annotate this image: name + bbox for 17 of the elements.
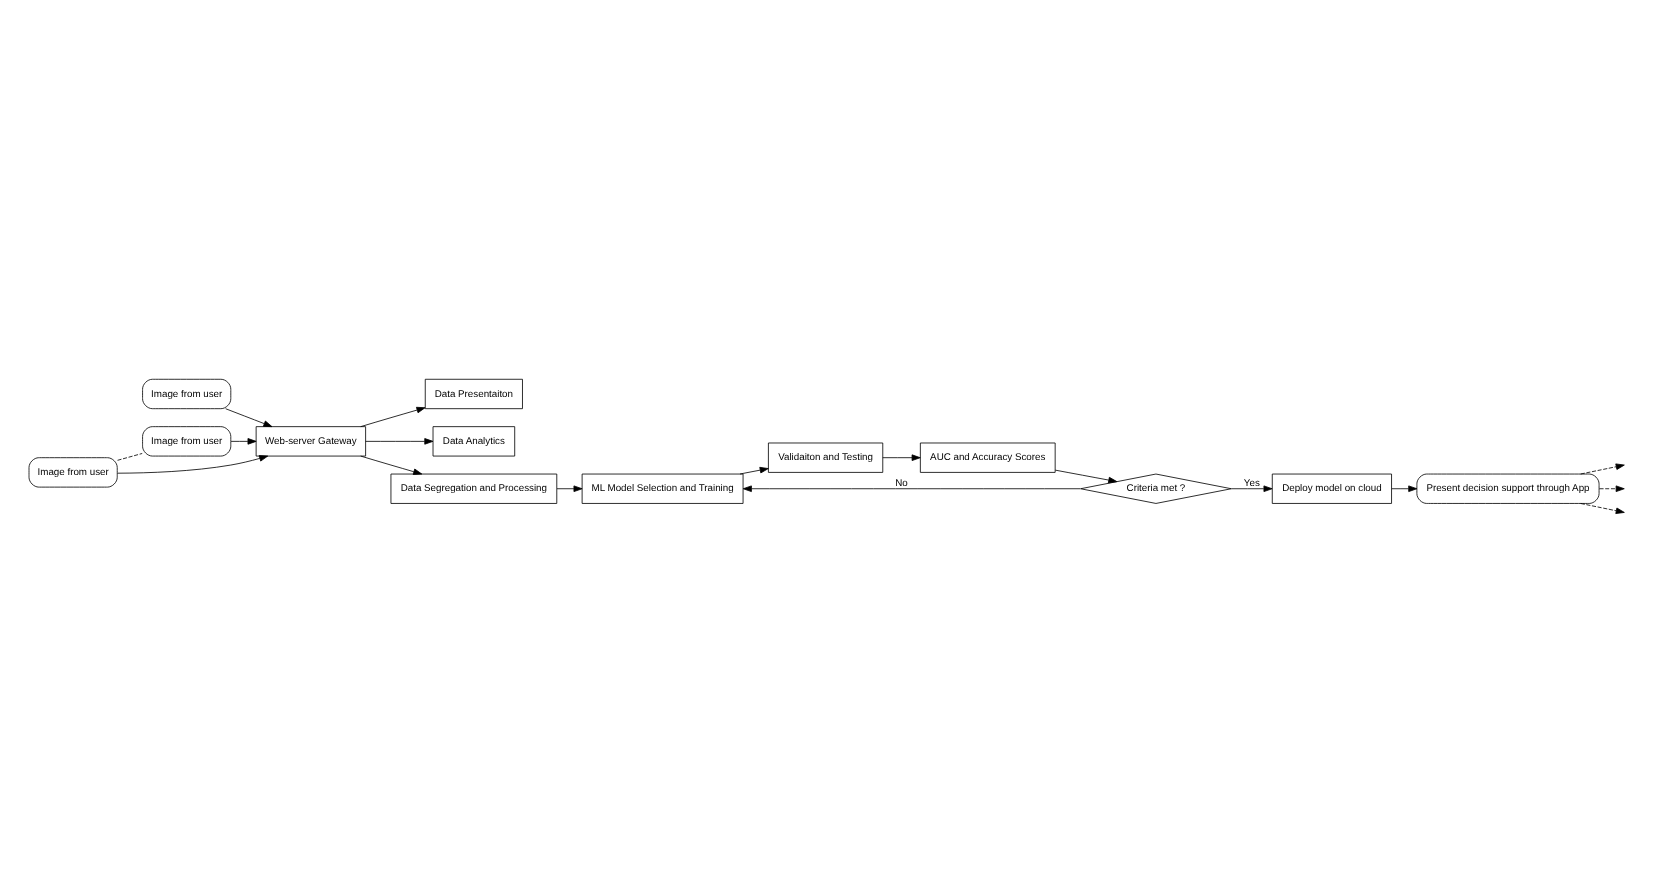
arrow — [742, 484, 1081, 491]
arrow — [739, 465, 769, 474]
arrow — [1580, 502, 1625, 513]
arrow — [360, 454, 423, 474]
connector — [117, 452, 143, 460]
arrow — [556, 484, 583, 491]
arrow — [225, 407, 273, 427]
arrow — [882, 453, 921, 460]
arrow — [360, 405, 426, 427]
arrow — [1054, 468, 1118, 483]
arrow — [117, 454, 269, 473]
arrow — [1391, 484, 1418, 491]
arrow — [365, 437, 434, 444]
arrow — [1580, 462, 1625, 474]
arrow — [1598, 484, 1625, 491]
arrow — [230, 437, 257, 444]
arrow — [1231, 484, 1273, 491]
